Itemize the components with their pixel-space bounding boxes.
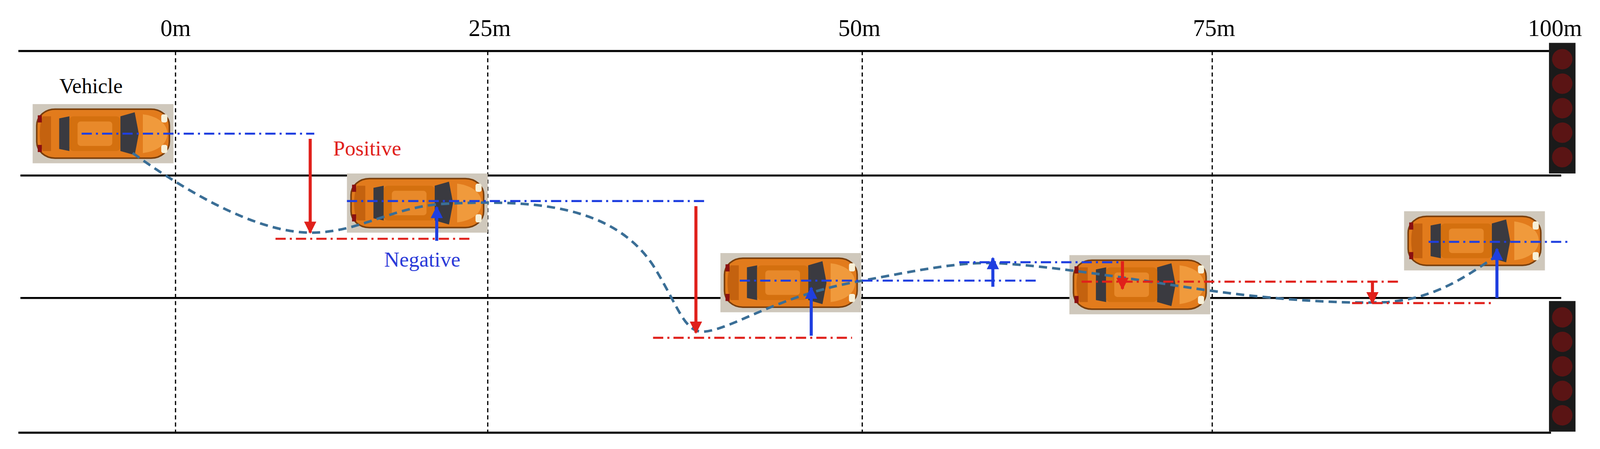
distance-label: 25m bbox=[468, 16, 511, 40]
negative-label: Negative bbox=[384, 249, 461, 271]
positive-label: Positive bbox=[333, 138, 402, 160]
distance-label: 0m bbox=[160, 16, 191, 40]
distance-label: 50m bbox=[838, 16, 881, 40]
vehicle-label: Vehicle bbox=[59, 75, 123, 97]
distance-label: 100m bbox=[1527, 16, 1582, 40]
distance-label: 75m bbox=[1192, 16, 1236, 40]
